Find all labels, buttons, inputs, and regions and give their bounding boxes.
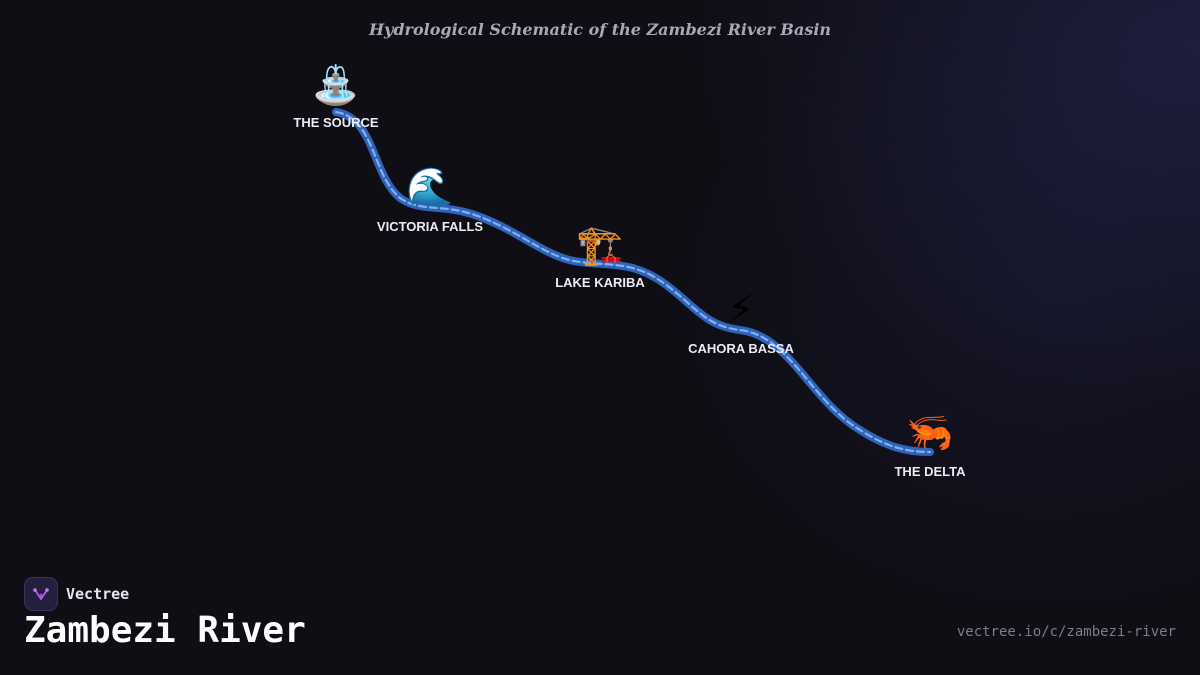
source-url[interactable]: vectree.io/c/zambezi-river	[956, 624, 1176, 640]
wave-icon: 🌊	[406, 165, 453, 209]
page-title: Zambezi River	[24, 610, 306, 651]
fountain-icon: ⛲	[312, 63, 359, 108]
shrimp-icon: 🦐	[906, 410, 953, 454]
vectree-logo-icon	[24, 577, 58, 611]
stop-cahora-bassa[interactable]: ⚡ CAHORA BASSA	[688, 287, 794, 356]
construction-crane-icon: 🏗️	[576, 223, 623, 267]
stop-delta[interactable]: 🦐 THE DELTA	[894, 410, 966, 479]
stop-label-lake-kariba: LAKE KARIBA	[555, 275, 645, 290]
stop-label-delta: THE DELTA	[894, 464, 966, 479]
stop-label-victoria-falls: VICTORIA FALLS	[377, 219, 484, 234]
lightning-icon: ⚡	[728, 287, 755, 331]
diagram-subtitle: Hydrological Schematic of the Zambezi Ri…	[368, 20, 832, 39]
stop-label-source: THE SOURCE	[293, 115, 379, 130]
brand-name: Vectree	[66, 585, 130, 603]
stop-source[interactable]: ⛲ THE SOURCE	[293, 63, 379, 130]
river-flow-dashes	[334, 110, 932, 454]
stop-lake-kariba[interactable]: 🏗️ LAKE KARIBA	[555, 223, 645, 290]
stop-victoria-falls[interactable]: 🌊 VICTORIA FALLS	[377, 165, 484, 234]
stop-label-cahora-bassa: CAHORA BASSA	[688, 341, 794, 356]
brand[interactable]: Vectree	[24, 577, 129, 611]
